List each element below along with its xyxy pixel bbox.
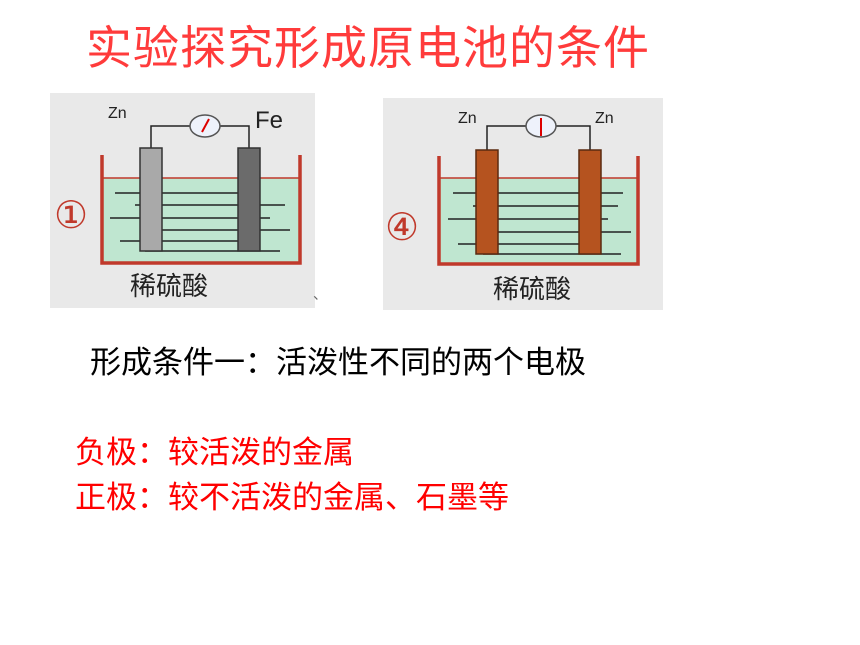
galvanometer-icon bbox=[525, 114, 557, 138]
solution bbox=[102, 178, 300, 263]
zn-electrode-right bbox=[578, 149, 602, 255]
experiment-number: ① bbox=[54, 193, 88, 237]
left-wire bbox=[486, 125, 526, 152]
solution-label: 稀硫酸 bbox=[130, 272, 208, 302]
positive-electrode-text: 正极：较不活泼的金属、石墨等 bbox=[75, 480, 509, 516]
negative-electrode-text: 负极：较活泼的金属 bbox=[75, 435, 354, 471]
beaker bbox=[100, 155, 302, 265]
zn-electrode-left bbox=[475, 149, 499, 255]
stray-mark: 、 bbox=[313, 287, 327, 303]
experiment-4-diagram: Zn Zn ④ 稀硫酸 bbox=[385, 110, 640, 305]
experiment-number: ④ bbox=[385, 205, 419, 249]
right-electrode-label: Zn bbox=[595, 110, 614, 127]
experiment-4-panel: Zn Zn ④ 稀硫酸 bbox=[383, 98, 663, 310]
experiment-1-diagram: Zn Fe ① 稀硫酸 bbox=[54, 105, 302, 302]
page-title: 实验探究形成原电池的条件 bbox=[86, 21, 650, 75]
left-electrode-label: Zn bbox=[108, 105, 127, 122]
left-electrode-label: Zn bbox=[458, 110, 477, 127]
beaker bbox=[437, 156, 640, 266]
solution-label: 稀硫酸 bbox=[493, 275, 571, 305]
left-wire bbox=[150, 125, 190, 150]
experiment-1-panel: Zn Fe ① 稀硫酸 bbox=[50, 93, 315, 308]
condition-one-text: 形成条件一：活泼性不同的两个电极 bbox=[90, 345, 586, 381]
zn-electrode bbox=[139, 147, 163, 252]
fe-electrode bbox=[237, 147, 261, 252]
solution bbox=[439, 178, 638, 263]
right-electrode-label: Fe bbox=[255, 107, 283, 134]
galvanometer-icon bbox=[189, 114, 221, 138]
right-wire bbox=[556, 125, 591, 152]
right-wire bbox=[220, 125, 250, 150]
